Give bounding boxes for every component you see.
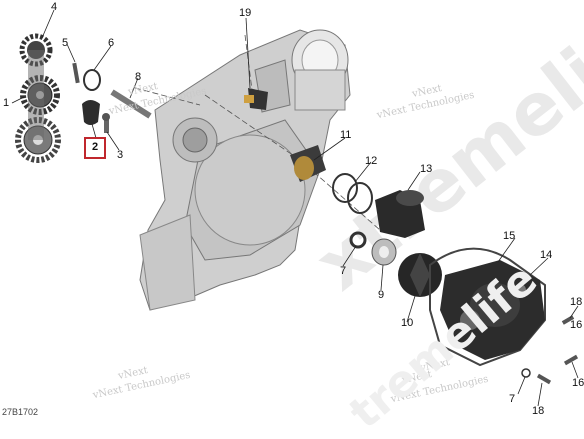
shaft-part-8 [110, 89, 152, 119]
callout-12: 12 [365, 155, 378, 167]
callout-18: 18 [532, 405, 545, 417]
callout-13: 13 [420, 163, 433, 175]
gasket-part-15 [429, 247, 546, 367]
callout-14: 14 [540, 249, 553, 261]
callout-18: 18 [570, 296, 583, 308]
callout-11: 11 [340, 129, 352, 141]
callout-6: 6 [108, 37, 115, 49]
callout-16: 16 [572, 377, 584, 389]
callout-9: 9 [378, 289, 385, 301]
diagram-code: 27B1702 [2, 407, 39, 417]
callout-19: 19 [239, 7, 252, 19]
callout-4: 4 [51, 1, 58, 13]
callout-2: 2 [92, 141, 99, 153]
highlight-box [84, 137, 106, 159]
washer-part-17 [521, 368, 531, 378]
callout-8: 8 [135, 71, 142, 83]
callout-1: 1 [3, 97, 10, 109]
callout-15: 15 [503, 230, 516, 242]
callout-7: 7 [340, 265, 347, 277]
seal-part-7 [349, 231, 367, 249]
leader-lines [11, 9, 579, 407]
gear-assembly [15, 33, 61, 163]
diagram-drawing [11, 9, 579, 407]
o-ring-part-6 [83, 69, 101, 91]
bolts-part-16-18 [536, 315, 579, 385]
callout-16: 16 [570, 319, 583, 331]
callout-10: 10 [401, 317, 414, 329]
cup-part-2 [82, 100, 100, 125]
o-ring-part-12b [347, 182, 373, 214]
sensor-part-19 [248, 88, 268, 110]
callout-5: 5 [62, 37, 69, 49]
callout-7: 7 [509, 393, 516, 405]
bolt-part-3 [104, 117, 109, 133]
o-ring-part-12a [332, 173, 358, 203]
engine-housing [139, 29, 351, 311]
callout-3: 3 [117, 149, 124, 161]
pin-part-5 [72, 62, 80, 84]
